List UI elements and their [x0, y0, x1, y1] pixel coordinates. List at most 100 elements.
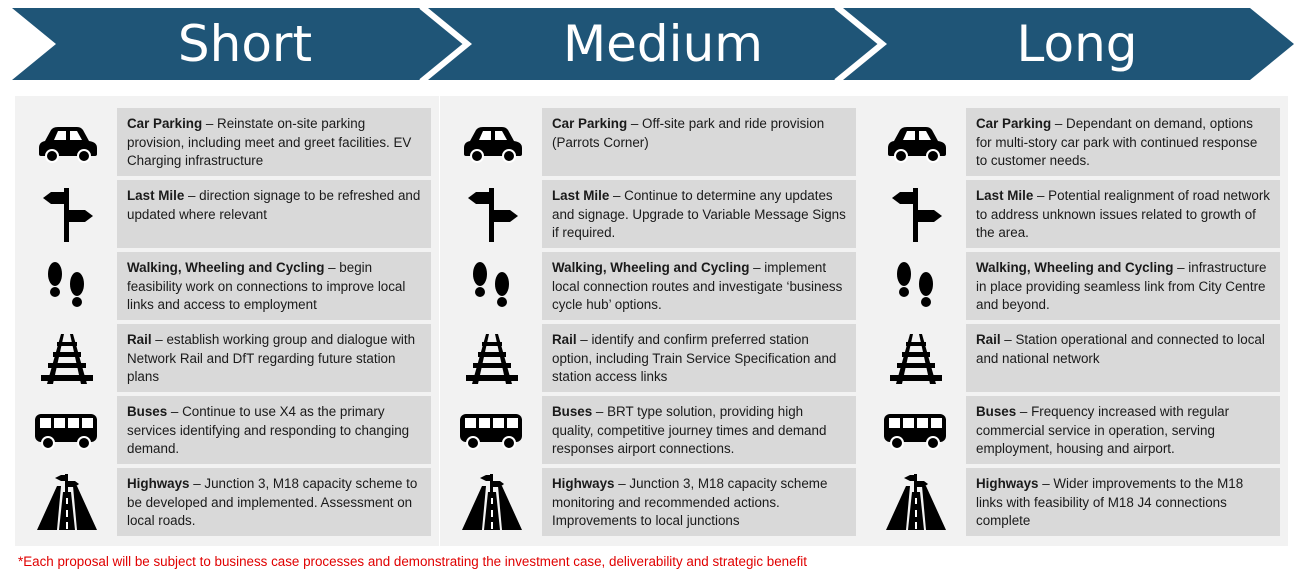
proposal-description: – Station operational and connected to l…	[976, 332, 1265, 366]
proposal-text: Car Parking – Dependant on demand, optio…	[966, 108, 1280, 176]
proposal-title: Highways	[127, 476, 190, 491]
footprints-icon	[880, 256, 952, 316]
proposal-title: Car Parking	[552, 116, 628, 131]
proposal-title: Buses	[552, 404, 593, 419]
proposal-text: Car Parking – Off-site park and ride pro…	[542, 108, 856, 176]
highway-icon	[31, 472, 103, 532]
proposal-text: Last Mile – Potential realignment of roa…	[966, 180, 1280, 248]
proposal-description: – BRT type solution, providing high qual…	[552, 404, 827, 456]
proposal-description: – Continue to determine any updates and …	[552, 188, 846, 240]
list-item: Buses – Continue to use X4 as the primar…	[23, 396, 431, 464]
proposal-text: Rail – Station operational and connected…	[966, 324, 1280, 392]
proposal-description: – Junction 3, M18 capacity scheme monito…	[552, 476, 828, 528]
phase-label-medium: Medium	[563, 15, 763, 73]
phase-label-short: Short	[177, 15, 313, 73]
footnote: *Each proposal will be subject to busine…	[18, 554, 807, 569]
proposal-text: Walking, Wheeling and Cycling – begin fe…	[117, 252, 431, 320]
proposal-text: Last Mile – direction signage to be refr…	[117, 180, 431, 248]
proposal-text: Buses – Continue to use X4 as the primar…	[117, 396, 431, 464]
proposal-text: Car Parking – Reinstate on-site parking …	[117, 108, 431, 176]
proposal-text: Walking, Wheeling and Cycling – implemen…	[542, 252, 856, 320]
proposal-title: Walking, Wheeling and Cycling	[552, 260, 750, 275]
proposal-text: Buses – Frequency increased with regular…	[966, 396, 1280, 464]
proposal-description: – implement local connection routes and …	[552, 260, 843, 312]
proposal-description: – infrastructure in place providing seam…	[976, 260, 1267, 312]
list-item: Highways – Wider improvements to the M18…	[872, 468, 1280, 536]
list-item: Rail – Station operational and connected…	[872, 324, 1280, 392]
proposal-title: Buses	[127, 404, 168, 419]
proposal-title: Last Mile	[976, 188, 1034, 203]
proposal-title: Car Parking	[976, 116, 1052, 131]
list-item: Rail – identify and confirm preferred st…	[448, 324, 856, 392]
proposal-description: – Continue to use X4 as the primary serv…	[127, 404, 410, 456]
list-item: Last Mile – Continue to determine any up…	[448, 180, 856, 248]
proposal-text: Walking, Wheeling and Cycling – infrastr…	[966, 252, 1280, 320]
proposal-text: Rail – establish working group and dialo…	[117, 324, 431, 392]
phase-banner	[12, 7, 1294, 81]
column-long: Car Parking – Dependant on demand, optio…	[864, 96, 1288, 546]
proposal-description: – identify and confirm preferred station…	[552, 332, 837, 384]
proposal-description: – direction signage to be refreshed and …	[127, 188, 421, 222]
list-item: Highways – Junction 3, M18 capacity sche…	[23, 468, 431, 536]
proposal-title: Rail	[976, 332, 1001, 347]
proposal-description: – Off-site park and ride provision (Parr…	[552, 116, 825, 150]
proposal-description: – establish working group and dialogue w…	[127, 332, 416, 384]
list-item: Last Mile – direction signage to be refr…	[23, 180, 431, 248]
proposal-title: Walking, Wheeling and Cycling	[976, 260, 1174, 275]
proposal-description: – Wider improvements to the M18 links wi…	[976, 476, 1244, 528]
bus-icon	[31, 400, 103, 460]
proposal-text: Highways – Wider improvements to the M18…	[966, 468, 1280, 536]
proposal-text: Last Mile – Continue to determine any up…	[542, 180, 856, 248]
proposal-description: – Frequency increased with regular comme…	[976, 404, 1230, 456]
car-icon	[880, 112, 952, 172]
proposal-description: – Reinstate on-site parking provision, i…	[127, 116, 412, 168]
rail-track-icon	[31, 328, 103, 388]
chevron-medium	[428, 8, 879, 80]
proposal-title: Car Parking	[127, 116, 203, 131]
highway-icon	[456, 472, 528, 532]
phase-label-long: Long	[1016, 15, 1138, 73]
signpost-icon	[880, 184, 952, 244]
highway-icon	[880, 472, 952, 532]
proposal-title: Buses	[976, 404, 1017, 419]
proposal-title: Last Mile	[552, 188, 610, 203]
proposal-description: – Dependant on demand, options for multi…	[976, 116, 1258, 168]
list-item: Car Parking – Off-site park and ride pro…	[448, 108, 856, 176]
rail-track-icon	[456, 328, 528, 388]
chevron-long	[843, 8, 1294, 80]
proposal-description: – begin feasibility work on connections …	[127, 260, 406, 312]
car-icon	[456, 112, 528, 172]
proposal-title: Rail	[127, 332, 152, 347]
signpost-icon	[31, 184, 103, 244]
list-item: Rail – establish working group and dialo…	[23, 324, 431, 392]
list-item: Last Mile – Potential realignment of roa…	[872, 180, 1280, 248]
column-medium: Car Parking – Off-site park and ride pro…	[440, 96, 864, 546]
proposal-text: Highways – Junction 3, M18 capacity sche…	[117, 468, 431, 536]
bus-icon	[880, 400, 952, 460]
list-item: Highways – Junction 3, M18 capacity sche…	[448, 468, 856, 536]
list-item: Car Parking – Dependant on demand, optio…	[872, 108, 1280, 176]
list-item: Buses – Frequency increased with regular…	[872, 396, 1280, 464]
proposal-title: Highways	[976, 476, 1039, 491]
footprints-icon	[31, 256, 103, 316]
proposal-text: Buses – BRT type solution, providing hig…	[542, 396, 856, 464]
proposal-description: – Junction 3, M18 capacity scheme to be …	[127, 476, 418, 528]
list-item: Buses – BRT type solution, providing hig…	[448, 396, 856, 464]
list-item: Car Parking – Reinstate on-site parking …	[23, 108, 431, 176]
chevron-short	[12, 8, 464, 80]
proposal-text: Rail – identify and confirm preferred st…	[542, 324, 856, 392]
proposal-title: Last Mile	[127, 188, 185, 203]
proposal-title: Highways	[552, 476, 615, 491]
proposal-text: Highways – Junction 3, M18 capacity sche…	[542, 468, 856, 536]
bus-icon	[456, 400, 528, 460]
column-short: Car Parking – Reinstate on-site parking …	[15, 96, 439, 546]
signpost-icon	[456, 184, 528, 244]
footprints-icon	[456, 256, 528, 316]
proposal-title: Walking, Wheeling and Cycling	[127, 260, 325, 275]
list-item: Walking, Wheeling and Cycling – infrastr…	[872, 252, 1280, 320]
proposal-title: Rail	[552, 332, 577, 347]
rail-track-icon	[880, 328, 952, 388]
list-item: Walking, Wheeling and Cycling – begin fe…	[23, 252, 431, 320]
proposal-description: – Potential realignment of road network …	[976, 188, 1270, 240]
car-icon	[31, 112, 103, 172]
